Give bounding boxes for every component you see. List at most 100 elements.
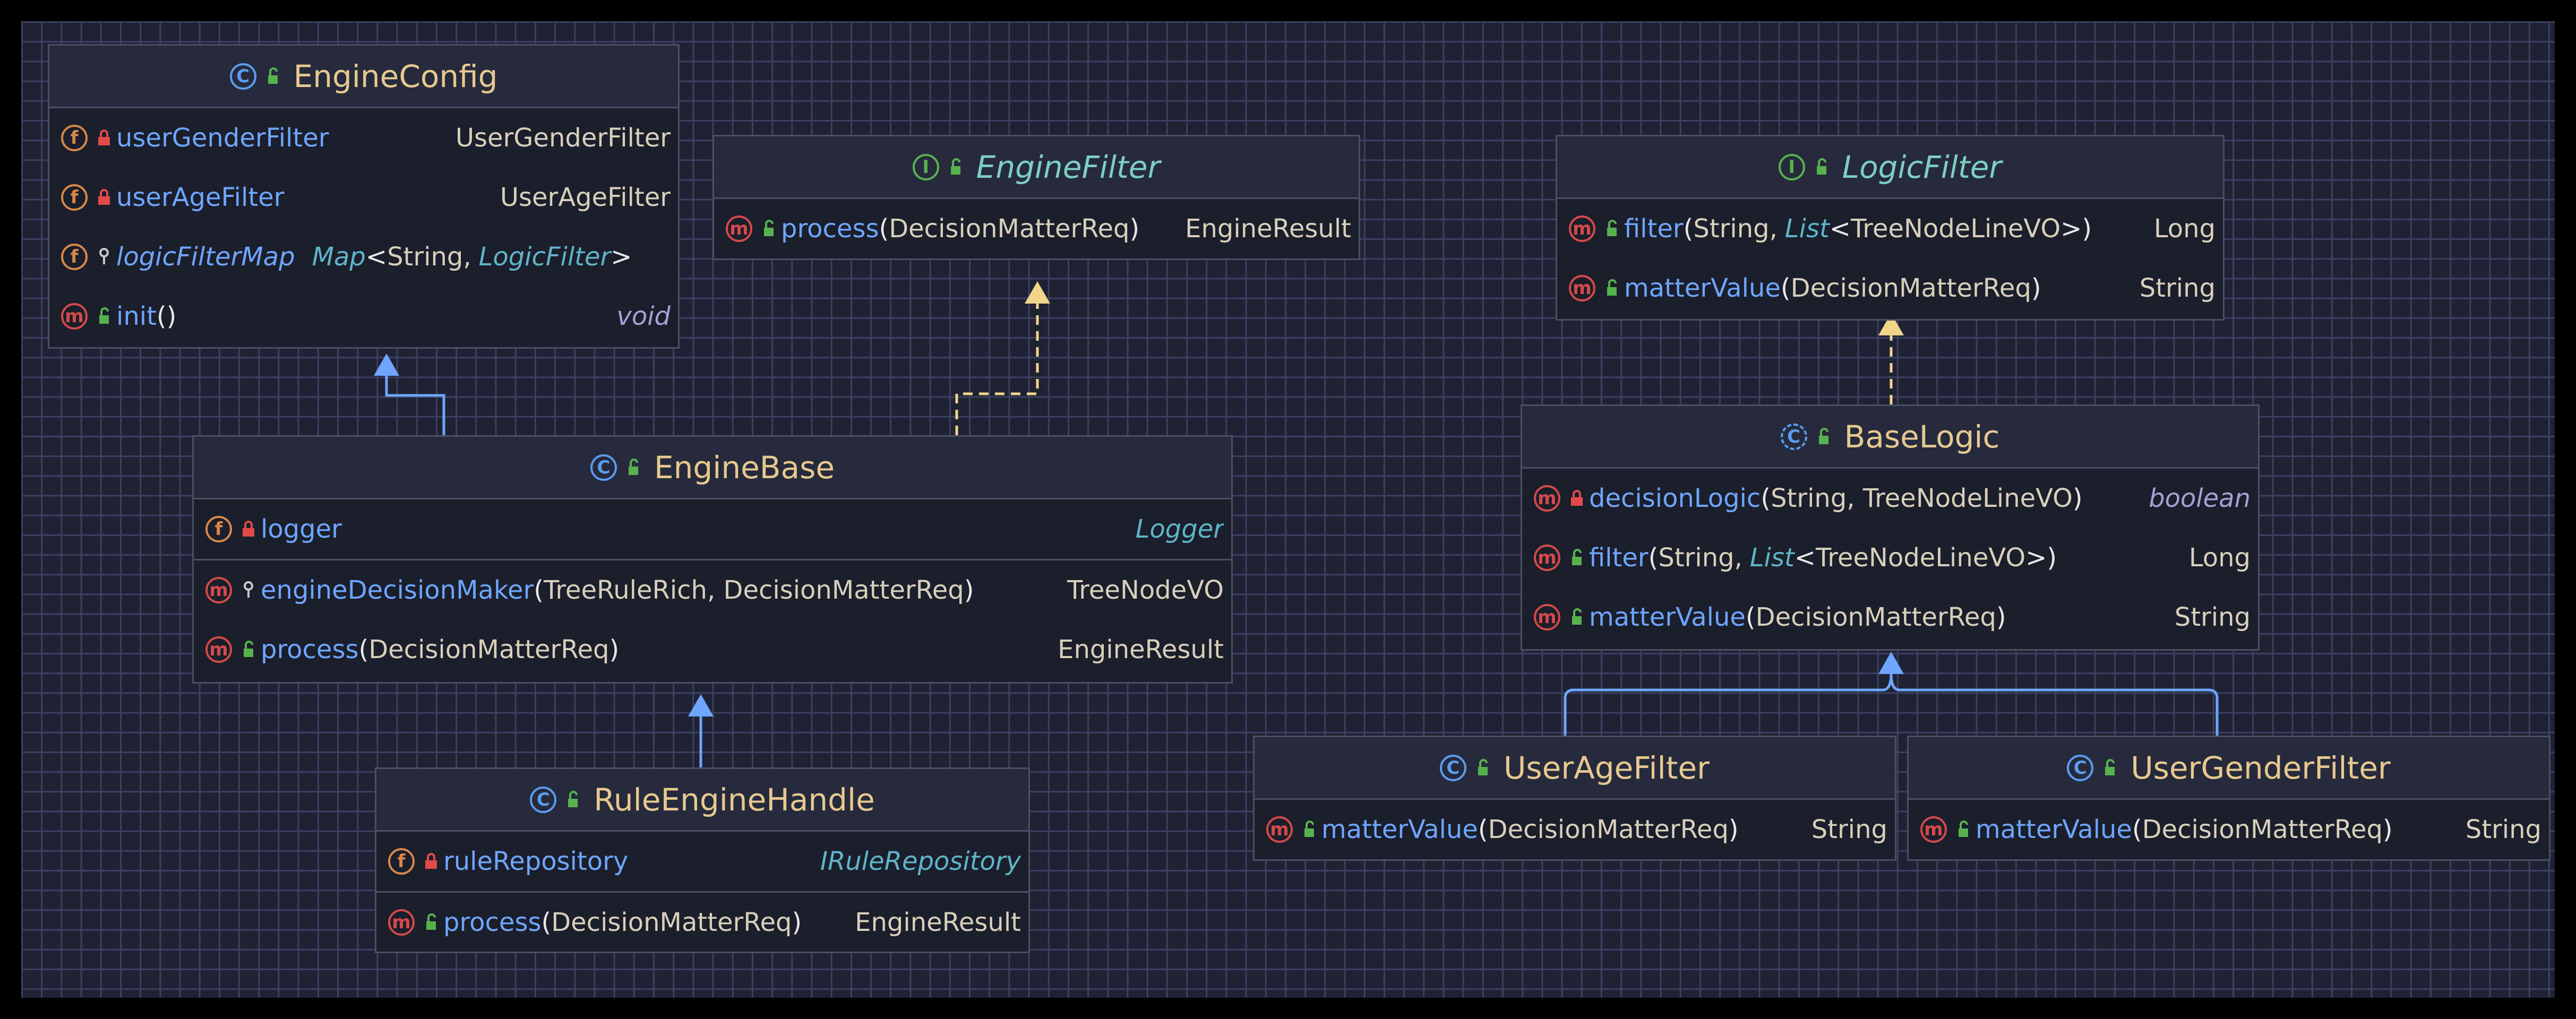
member-row[interactable]: m process(DecisionMatterReq)EngineResult (376, 893, 1028, 952)
field-icon: f (61, 184, 88, 211)
return-type: TreeNodeVO (1067, 575, 1224, 605)
member-row[interactable]: m matterValue(DecisionMatterReq)String (1909, 800, 2549, 859)
field-name: ruleRepository (443, 847, 629, 876)
public-visibility-icon (764, 220, 774, 236)
field-type: Logger (1135, 514, 1224, 544)
public-visibility-icon (1478, 758, 1488, 775)
class-name: BaseLogic (1844, 418, 2000, 455)
class-header: C UserAgeFilter (1255, 737, 1895, 800)
member-row[interactable]: m matterValue(DecisionMatterReq)String (1255, 800, 1895, 859)
method-icon: m (61, 303, 88, 330)
class-name: RuleEngineHandle (594, 781, 875, 818)
class-header: C BaseLogic (1522, 406, 2258, 469)
private-lock-icon (1571, 490, 1583, 506)
class-name: UserAgeFilter (1503, 749, 1710, 786)
interface-box-logicfilter[interactable]: I LogicFilter m filter(String,List<TreeN… (1556, 135, 2225, 321)
class-box-baselogic[interactable]: C BaseLogic m decisionLogic(String, Tree… (1521, 404, 2260, 651)
method-name: matterValue (1624, 273, 1781, 303)
interface-name: LogicFilter (1842, 149, 2002, 185)
method-name: matterValue (1321, 815, 1478, 844)
method-name: init (116, 301, 157, 331)
field-name: logicFilterMap (116, 242, 295, 272)
return-type: String (2139, 273, 2216, 303)
field-icon: f (388, 848, 415, 875)
return-type: void (616, 301, 671, 331)
relation-edges (374, 281, 2219, 767)
abstract-class-icon: C (1780, 423, 1807, 450)
class-box-enginebase[interactable]: C EngineBase f logger Logger m engineDeci… (192, 435, 1233, 684)
class-box-engineconfig[interactable]: C EngineConfig f userGenderFilter UserGen… (48, 44, 680, 349)
method-icon: m (1569, 215, 1595, 242)
return-type: boolean (2149, 483, 2251, 513)
public-visibility-icon (1816, 158, 1826, 175)
member-row[interactable]: m process(DecisionMatterReq)EngineResult (194, 620, 1231, 679)
field-type: UserAgeFilter (500, 183, 671, 212)
method-name: matterValue (1589, 602, 1746, 632)
member-row[interactable]: m filter(String,List<TreeNodeLineVO>)Lon… (1557, 199, 2223, 258)
public-visibility-icon (99, 307, 109, 324)
interface-icon: I (1778, 153, 1805, 180)
member-row[interactable]: m matterValue(DecisionMatterReq)String (1522, 588, 2258, 647)
class-icon: C (229, 63, 256, 90)
member-row[interactable]: m init()void (49, 287, 678, 346)
member-row[interactable]: m matterValue(DecisionMatterReq)String (1557, 258, 2223, 318)
field-icon: f (205, 516, 232, 542)
member-row[interactable]: m decisionLogic(String, TreeNodeLineVO)b… (1522, 469, 2258, 528)
method-name: process (261, 635, 359, 664)
member-row[interactable]: m filter(String,List<TreeNodeLineVO>)Lon… (1522, 528, 2258, 588)
member-row[interactable]: m engineDecisionMaker(TreeRuleRich, Deci… (194, 560, 1231, 620)
class-box-usergenderfilter[interactable]: C UserGenderFilter m matterValue(Decisio… (1907, 736, 2551, 861)
return-type: String (2174, 602, 2251, 632)
public-visibility-icon (1818, 427, 1828, 444)
public-visibility-icon (1959, 821, 1968, 837)
return-type: Long (2153, 214, 2216, 244)
interface-icon: I (912, 153, 939, 180)
package-visibility-icon (244, 581, 253, 598)
member-row[interactable]: f logger Logger (194, 499, 1231, 560)
method-icon: m (205, 577, 232, 603)
method-name: filter (1624, 214, 1684, 244)
member-row[interactable]: f userAgeFilter UserAgeFilter (49, 168, 678, 227)
class-header: C EngineBase (194, 437, 1231, 499)
class-name: UserGenderFilter (2131, 749, 2391, 786)
class-icon: C (530, 786, 557, 813)
member-row[interactable]: m process(DecisionMatterReq)EngineResult (714, 199, 1359, 258)
method-name: process (443, 908, 542, 937)
public-visibility-icon (950, 158, 960, 175)
method-icon: m (1534, 485, 1560, 512)
class-header: C UserGenderFilter (1909, 737, 2549, 800)
class-header: C RuleEngineHandle (376, 769, 1028, 832)
interface-box-enginefilter[interactable]: I EngineFilter m process(DecisionMatterR… (712, 135, 1360, 260)
class-header: I EngineFilter (714, 136, 1359, 199)
class-name: EngineBase (654, 449, 835, 486)
map-type: Map (312, 242, 366, 272)
field-type: UserGenderFilter (455, 123, 671, 153)
private-lock-icon (243, 521, 254, 537)
method-icon: m (1569, 275, 1595, 301)
public-visibility-icon (568, 790, 578, 807)
method-icon: m (205, 636, 232, 663)
class-header: C EngineConfig (49, 46, 678, 108)
edge-baselogic-implements-logicfilter (1878, 313, 1904, 404)
field-name: logger (261, 514, 342, 544)
class-icon: C (2067, 754, 2094, 781)
return-type: EngineResult (855, 908, 1021, 937)
public-visibility-icon (1607, 220, 1617, 236)
edge-enginebase-extends-engineconfig (374, 353, 445, 435)
method-icon: m (1534, 604, 1560, 631)
method-name: matterValue (1976, 815, 2132, 844)
class-box-useragefilter[interactable]: C UserAgeFilter m matterValue(DecisionMa… (1253, 736, 1896, 861)
field-name: userGenderFilter (116, 123, 329, 153)
return-type: String (1811, 815, 1887, 844)
private-lock-icon (98, 129, 110, 145)
edge-ruleenginehandle-extends-enginebase (688, 694, 714, 767)
public-visibility-icon (1572, 549, 1582, 565)
class-header: I LogicFilter (1557, 136, 2223, 199)
field-name: userAgeFilter (116, 183, 285, 212)
edge-userfilters-extend-baselogic (1564, 652, 2219, 736)
